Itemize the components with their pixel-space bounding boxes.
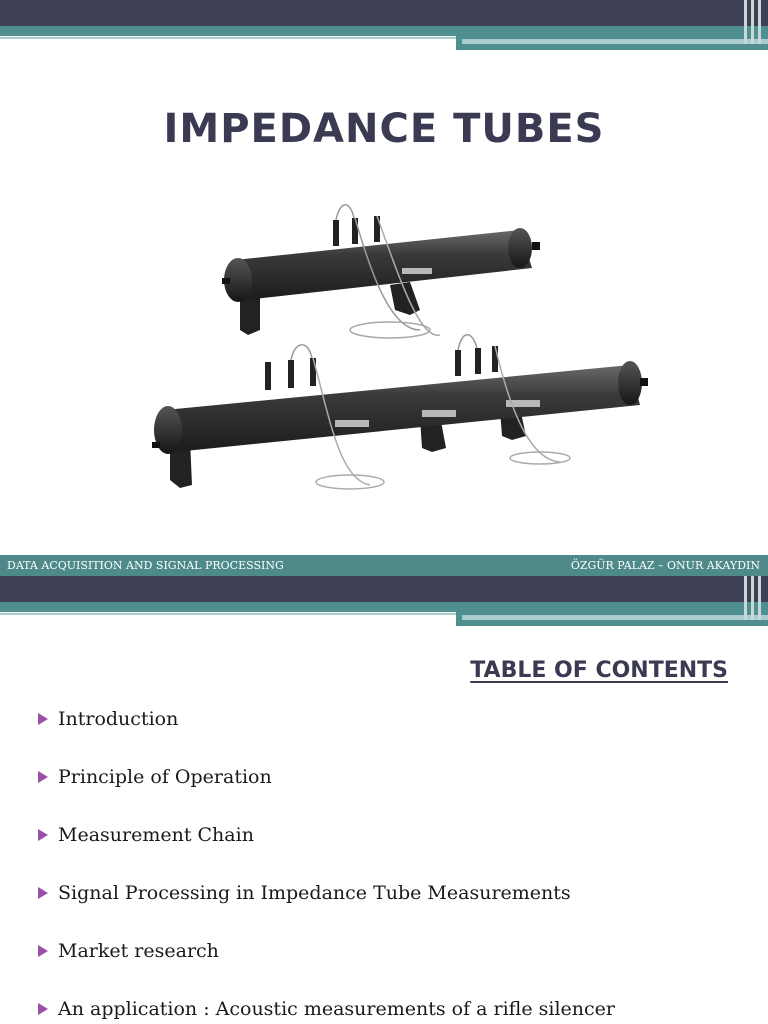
small-tube [222,204,540,339]
arrow-bullet-icon [38,945,48,957]
arrow-bullet-icon [38,829,48,841]
arrow-bullet-icon [38,1003,48,1015]
impedance-tube-photo [140,190,660,520]
header-dark-strip [0,0,768,26]
arrow-bullet-icon [38,771,48,783]
toc-list: Introduction Principle of Operation Meas… [38,708,615,1024]
header-tab-inner [462,39,768,44]
toc-item: Signal Processing in Impedance Tube Meas… [38,882,615,940]
header-stripe [744,0,747,44]
toc-item-label: Market research [58,940,219,962]
header-dark-strip [0,576,768,602]
arrow-bullet-icon [38,887,48,899]
toc-item-label: Principle of Operation [58,766,272,788]
impedance-tube-icon [152,204,648,490]
header-stripe [751,0,754,44]
slide-2: TABLE OF CONTENTS Introduction Principle… [0,576,768,1024]
header-teal-strip [0,602,768,612]
footer-authors: ÖZGÜR PALAZ – ONUR AKAYDIN [570,559,760,572]
toc-item: Market research [38,940,615,998]
toc-title: TABLE OF CONTENTS [470,658,728,683]
header-stripe [758,576,761,620]
header-tab-inner [462,615,768,620]
header-stripe [751,576,754,620]
header-light-line [0,613,460,615]
header-stripe [758,0,761,44]
toc-item-label: Signal Processing in Impedance Tube Meas… [58,882,571,904]
footer-course: DATA ACQUISITION AND SIGNAL PROCESSING [7,559,284,572]
slide-title: IMPEDANCE TUBES [163,106,605,152]
toc-item-label: An application : Acoustic measurements o… [58,998,615,1020]
toc-item: Principle of Operation [38,766,615,824]
toc-item: An application : Acoustic measurements o… [38,998,615,1024]
slide-footer: DATA ACQUISITION AND SIGNAL PROCESSING Ö… [0,555,768,576]
toc-item-label: Measurement Chain [58,824,254,846]
toc-item: Introduction [38,708,615,766]
large-tube [152,334,648,490]
header-teal-strip [0,26,768,36]
toc-item-label: Introduction [58,708,179,730]
header-stripe [744,576,747,620]
toc-item: Measurement Chain [38,824,615,882]
arrow-bullet-icon [38,713,48,725]
slide-1: IMPEDANCE TUBES [0,0,768,576]
header-light-line [0,37,460,39]
